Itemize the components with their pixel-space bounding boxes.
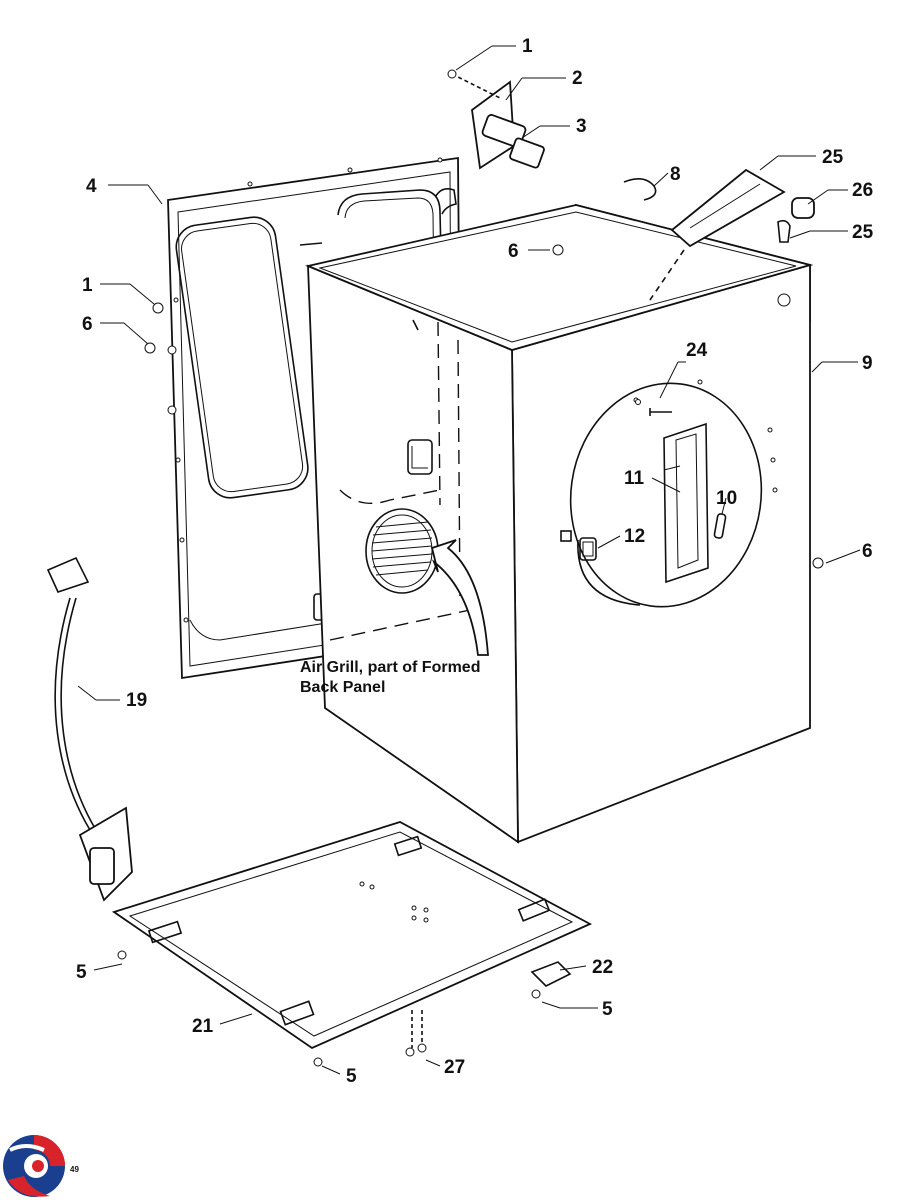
leader-lines [77, 45, 861, 1075]
cabinet [305, 203, 814, 844]
callout-8: 8 [670, 164, 681, 185]
air-grill-note-line1: Air Grill, part of Formed [300, 659, 480, 676]
callout-1: 1 [82, 275, 93, 296]
callout-6: 6 [82, 314, 93, 335]
callout-labels: 1 2 3 4 1 6 6 8 25 26 25 9 24 11 10 12 6… [76, 36, 874, 1087]
callout-5: 5 [602, 999, 613, 1020]
page-number: 49 [70, 1165, 79, 1174]
callout-22: 22 [592, 957, 613, 978]
callout-2: 2 [572, 68, 583, 89]
callout-19: 19 [126, 690, 147, 711]
callout-26: 26 [852, 180, 873, 201]
base-plate [111, 821, 593, 1050]
callout-6: 6 [862, 541, 873, 562]
callout-6: 6 [508, 241, 519, 262]
top-bracket [623, 168, 815, 301]
callout-10: 10 [716, 488, 737, 509]
callout-3: 3 [576, 116, 587, 137]
screws [144, 244, 824, 569]
callout-21: 21 [192, 1016, 214, 1037]
air-grill-arrow [430, 539, 489, 656]
callout-27: 27 [444, 1057, 465, 1078]
power-cord [46, 556, 133, 902]
callout-5: 5 [346, 1066, 357, 1087]
callout-4: 4 [86, 176, 97, 197]
callout-25: 25 [822, 147, 844, 168]
callout-25: 25 [852, 222, 874, 243]
callout-24: 24 [686, 340, 708, 361]
callout-12: 12 [624, 526, 645, 547]
hinge-bracket [447, 69, 545, 170]
callout-5: 5 [76, 962, 87, 983]
brand-swirl-logo [3, 1135, 65, 1197]
air-grill-note-line2: Back Panel [300, 679, 385, 696]
callout-9: 9 [862, 353, 873, 374]
callout-11: 11 [624, 468, 645, 489]
callout-1: 1 [522, 36, 533, 57]
feet [117, 950, 572, 1067]
